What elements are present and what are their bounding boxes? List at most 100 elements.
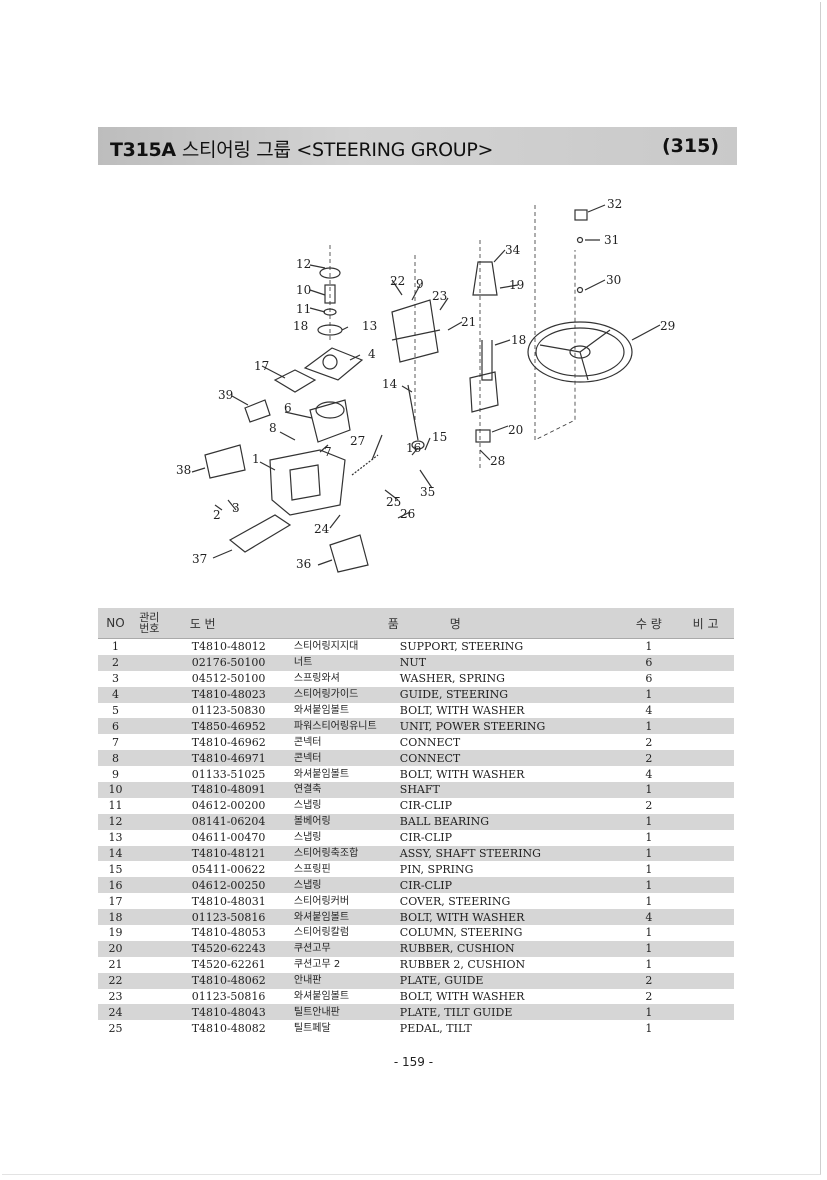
callout-38: 37 [192, 552, 207, 566]
cell-korean-name: 너트 [293, 654, 400, 671]
cell-english-name: BALL BEARING [399, 813, 621, 830]
callout-22: 21 [461, 315, 476, 329]
callout-18: 18 [293, 319, 308, 333]
callout-6: 6 [284, 401, 292, 415]
cell-part-no: 01123-50816 [165, 909, 294, 926]
cell-english-name: ASSY, SHAFT STEERING [399, 845, 621, 862]
cell-english-name: BOLT, WITH WASHER [399, 704, 525, 717]
cell-english-name: SHAFT [399, 782, 621, 798]
cell-part-no: 08141-06204 [165, 813, 294, 830]
cell-part-no: 04612-00250 [165, 877, 294, 894]
cell-remarks [677, 957, 734, 973]
cell-english-name: SUPPORT, STEERING [399, 640, 524, 654]
cell-remarks [677, 972, 734, 989]
cell-qty: 1 [620, 1004, 678, 1021]
callout-2: 2 [213, 508, 221, 522]
callout-3: 3 [232, 501, 240, 515]
cell-english-name: RUBBER, CUSHION [399, 940, 621, 957]
cell-qty: 4 [645, 704, 653, 717]
cell-part-no: T4810-48062 [165, 972, 294, 989]
cell-qty: 2 [620, 750, 678, 767]
cell-english-name: CIR-CLIP [399, 831, 453, 845]
cell-part-no: T4810-48053 [191, 926, 266, 940]
cell-qty: 2 [645, 735, 653, 749]
cell-english-name: PEDAL, TILT [399, 1021, 472, 1035]
cell-mgmt [133, 925, 166, 941]
cell-korean-name: 콘넥터 [293, 736, 322, 748]
cell-english-name: BOLT, WITH WASHER [399, 990, 525, 1004]
cell-korean-name: 볼베어링 [293, 813, 400, 830]
cell-part-no: T4810-48023 [165, 686, 294, 703]
callout-7: 7 [324, 445, 332, 459]
callout-19: 18 [511, 333, 526, 347]
cell-mgmt [133, 766, 166, 782]
cell-remarks [677, 813, 734, 830]
cell-mgmt [132, 813, 166, 830]
cell-mgmt [132, 654, 166, 671]
cell-part-no: 04512-50100 [191, 672, 266, 686]
cell-remarks [677, 718, 734, 735]
cell-korean-name: 파워스티어링유니트 [293, 718, 400, 735]
cell-remarks [677, 750, 734, 767]
cell-part-no: T4810-48012 [191, 640, 266, 654]
cell-no: 9 [111, 767, 119, 781]
callout-34: 34 [505, 243, 521, 257]
cell-qty: 1 [645, 958, 653, 972]
callout-10: 10 [296, 283, 311, 297]
cell-part-no: T4810-48043 [165, 1004, 294, 1021]
cell-remarks [677, 703, 734, 719]
callout-14: 14 [382, 377, 398, 391]
cell-no: 12 [98, 813, 133, 830]
cell-no: 16 [98, 877, 133, 894]
cell-no: 20 [98, 940, 133, 957]
callout-39: 39 [218, 388, 233, 402]
cell-english-name: COLUMN, STEERING [399, 926, 523, 940]
cell-part-no: 01123-50816 [191, 990, 266, 1004]
callout-1: 1 [252, 452, 260, 466]
cell-korean-name: 스티어링커버 [293, 895, 350, 907]
cell-no: 4 [98, 686, 133, 703]
cell-english-name: GUIDE, STEERING [399, 686, 621, 703]
callout-4: 4 [368, 347, 376, 361]
cell-part-no: T4810-48082 [191, 1021, 266, 1035]
cell-mgmt [133, 703, 166, 719]
cell-english-name: CONNECT [399, 735, 461, 749]
cell-no: 22 [98, 972, 133, 989]
cell-part-no: 01123-50830 [191, 704, 266, 717]
cell-no: 19 [108, 926, 123, 940]
cell-no: 25 [108, 1021, 123, 1035]
cell-korean-name: 스냅링 [293, 800, 322, 812]
cell-remarks [677, 893, 734, 909]
callout-13: 13 [362, 319, 377, 333]
callout-11: 11 [296, 302, 311, 316]
cell-english-name: BOLT, WITH WASHER [399, 909, 621, 926]
cell-korean-name: 쿠션고무 [293, 940, 400, 957]
cell-no: 3 [111, 672, 119, 686]
callout-36: 36 [296, 557, 311, 571]
cell-mgmt [132, 750, 166, 767]
cell-korean-name: 스티어링지지대 [293, 641, 359, 653]
cell-qty: 1 [645, 831, 653, 845]
cell-korean-name: 스티어링축조합 [293, 845, 400, 862]
callout-9: 9 [416, 277, 424, 291]
cell-mgmt [133, 861, 166, 877]
callout-23: 22 [390, 274, 405, 288]
cell-korean-name: 틸트안내판 [293, 1004, 400, 1021]
callout-21: 20 [508, 423, 523, 437]
cell-part-no: 05411-00622 [191, 862, 266, 876]
cell-no: 14 [98, 845, 133, 862]
cell-korean-name: 틸트페달 [293, 1022, 331, 1034]
cell-part-no: T4850-46952 [165, 718, 294, 735]
cell-part-no: T4810-46962 [191, 735, 266, 749]
